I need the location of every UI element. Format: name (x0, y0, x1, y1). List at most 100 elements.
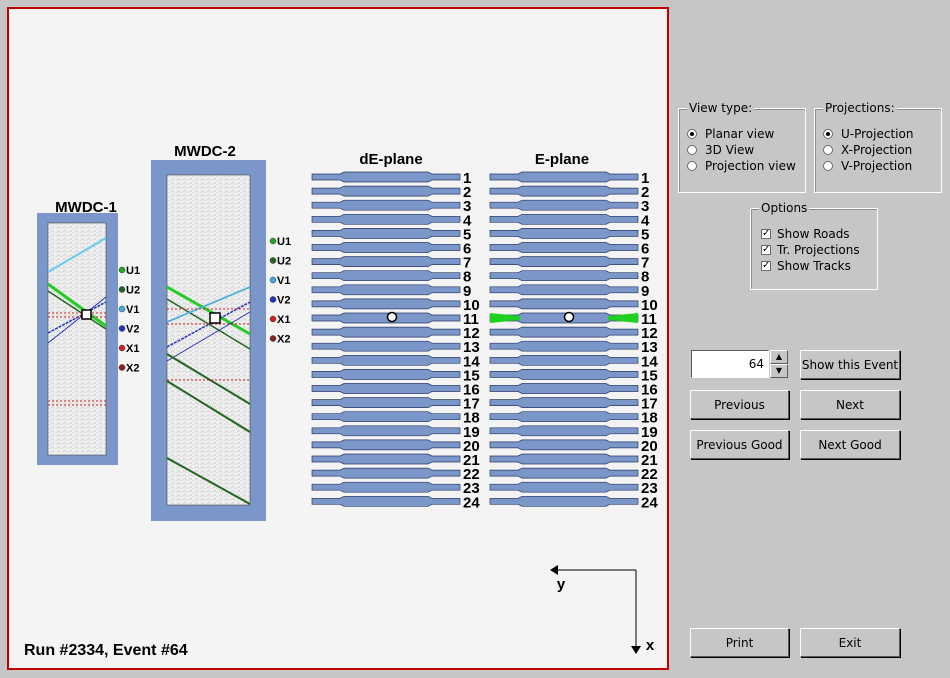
previous-good-button[interactable]: Previous Good (690, 430, 789, 459)
radio-button[interactable] (823, 145, 833, 155)
e-plane-strip-number: 6 (641, 241, 649, 258)
e-plane-strip-20 (489, 439, 639, 451)
e-plane-strip-17 (489, 397, 639, 408)
e-plane-strip-number: 24 (641, 494, 658, 511)
mwdc2-legend-label-u2: U2 (277, 256, 291, 268)
de-plane-strip-9 (311, 284, 461, 296)
radio-projection-view[interactable]: Projection view (687, 159, 796, 173)
checkbox-tr-projections[interactable]: ✓Tr. Projections (761, 243, 860, 257)
print-button[interactable]: Print (690, 628, 789, 657)
de-plane-strip-number: 17 (463, 396, 480, 413)
next-button[interactable]: Next (800, 390, 900, 419)
de-plane-strip-number: 13 (463, 339, 480, 356)
checkbox-show-roads[interactable]: ✓Show Roads (761, 227, 850, 241)
e-plane-strip-18 (489, 411, 639, 423)
de-plane-strip-1 (311, 171, 461, 183)
de-plane-strip-number: 24 (463, 494, 480, 511)
radio-button[interactable] (687, 161, 697, 171)
radio-button[interactable] (823, 129, 833, 139)
e-plane-strip-14 (489, 354, 639, 366)
projections-group: Projections: U-Projection X-Projection V… (814, 101, 942, 193)
e-plane-strip-number: 22 (641, 466, 658, 483)
e-plane-strip-number: 2 (641, 184, 649, 201)
e-plane-strip-number: 23 (641, 480, 658, 497)
projections-title: Projections: (823, 101, 897, 115)
checkbox[interactable]: ✓ (761, 244, 771, 255)
radio-planar-view[interactable]: Planar view (687, 127, 774, 141)
e-plane-strip-12 (489, 326, 639, 338)
mwdc1-legend-dot-u2 (118, 286, 126, 293)
de-plane-strip-16 (311, 383, 461, 394)
axis-indicator (550, 565, 641, 654)
de-plane-strip-24 (311, 495, 461, 507)
next-good-button[interactable]: Next Good (800, 430, 900, 459)
e-plane-strip-number: 9 (641, 283, 649, 300)
de-plane-strip-19 (311, 425, 461, 437)
e-plane-strip-number: 7 (641, 255, 649, 272)
de-plane-strip-number: 15 (463, 367, 480, 384)
e-plane-strip-number: 8 (641, 269, 649, 286)
checkbox[interactable]: ✓ (761, 228, 771, 239)
radio-x-projection[interactable]: X-Projection (823, 143, 912, 157)
mwdc2-legend-label-x1: X1 (277, 314, 290, 326)
e-plane-strip-7 (489, 256, 639, 267)
show-this-event-button[interactable]: Show this Event (800, 350, 900, 379)
e-plane-strip-9 (489, 284, 639, 296)
de-plane-strip-number: 8 (463, 269, 471, 286)
radio-u-projection[interactable]: U-Projection (823, 127, 913, 141)
de-plane-strip-3 (311, 199, 461, 211)
mwdc1-legend-dot-u1 (118, 266, 126, 274)
mwdc1-legend-dot-v2 (118, 325, 126, 332)
de-plane-strip-number: 10 (463, 297, 480, 314)
checkbox[interactable]: ✓ (761, 260, 771, 271)
e-plane-strip-16 (489, 383, 639, 394)
de-plane-strip-number: 6 (463, 241, 471, 258)
e-plane-strip-number: 20 (641, 438, 658, 455)
spin-down-button[interactable]: ▼ (770, 364, 788, 378)
mwdc2-legend-dot-x2 (269, 335, 277, 342)
e-plane-strip-4 (489, 213, 639, 225)
checkbox-show-tracks[interactable]: ✓Show Tracks (761, 259, 851, 273)
de-plane-strip-21 (311, 453, 461, 465)
previous-button[interactable]: Previous (690, 390, 789, 419)
e-plane-strip-number: 1 (641, 170, 649, 187)
mwdc2-title: MWDC-2 (174, 143, 236, 160)
e-plane-strip-number: 14 (641, 353, 658, 370)
mwdc2-legend-dot-v1 (269, 276, 277, 284)
radio-v-projection[interactable]: V-Projection (823, 159, 912, 173)
de-plane-strip-number: 2 (463, 184, 471, 201)
de-plane-strip-number: 11 (463, 311, 479, 328)
e-plane-strip-22 (489, 467, 639, 479)
radio-3d-view[interactable]: 3D View (687, 143, 754, 157)
mwdc2-legend-label-x2: X2 (277, 334, 290, 346)
axis-y-label: y (557, 576, 566, 593)
axis-x-label: x (646, 637, 655, 654)
e-plane-strip-21 (489, 453, 639, 465)
e-plane-strip-8 (489, 270, 639, 282)
e-plane-strip-19 (489, 425, 639, 437)
e-plane-strip-23 (489, 481, 639, 493)
e-plane-strip-number: 17 (641, 396, 658, 413)
e-plane-strip-13 (489, 340, 639, 352)
mwdc1-legend-dot-x2 (118, 364, 126, 371)
exit-button[interactable]: Exit (800, 628, 900, 657)
radio-button[interactable] (823, 161, 833, 171)
radio-button[interactable] (687, 129, 697, 139)
view-type-group: View type: Planar view 3D View Projectio… (678, 101, 806, 193)
event-number-input[interactable]: 64 (691, 350, 769, 378)
mwdc1-hit-marker (81, 309, 92, 320)
options-group: Options ✓Show Roads ✓Tr. Projections ✓Sh… (750, 201, 878, 290)
e-plane-strip-number: 13 (641, 339, 658, 356)
de-plane-strip-10 (311, 298, 461, 310)
spin-up-button[interactable]: ▲ (770, 350, 788, 364)
de-plane-strip-13 (311, 340, 461, 352)
e-plane-hit-right (608, 313, 638, 323)
radio-button[interactable] (687, 145, 697, 155)
de-plane-strip-17 (311, 397, 461, 408)
e-plane-strip-number: 12 (641, 325, 658, 342)
de-plane-strip-20 (311, 439, 461, 451)
mwdc1-legend-dot-v1 (118, 305, 126, 313)
de-plane-strip-number: 4 (463, 212, 472, 229)
